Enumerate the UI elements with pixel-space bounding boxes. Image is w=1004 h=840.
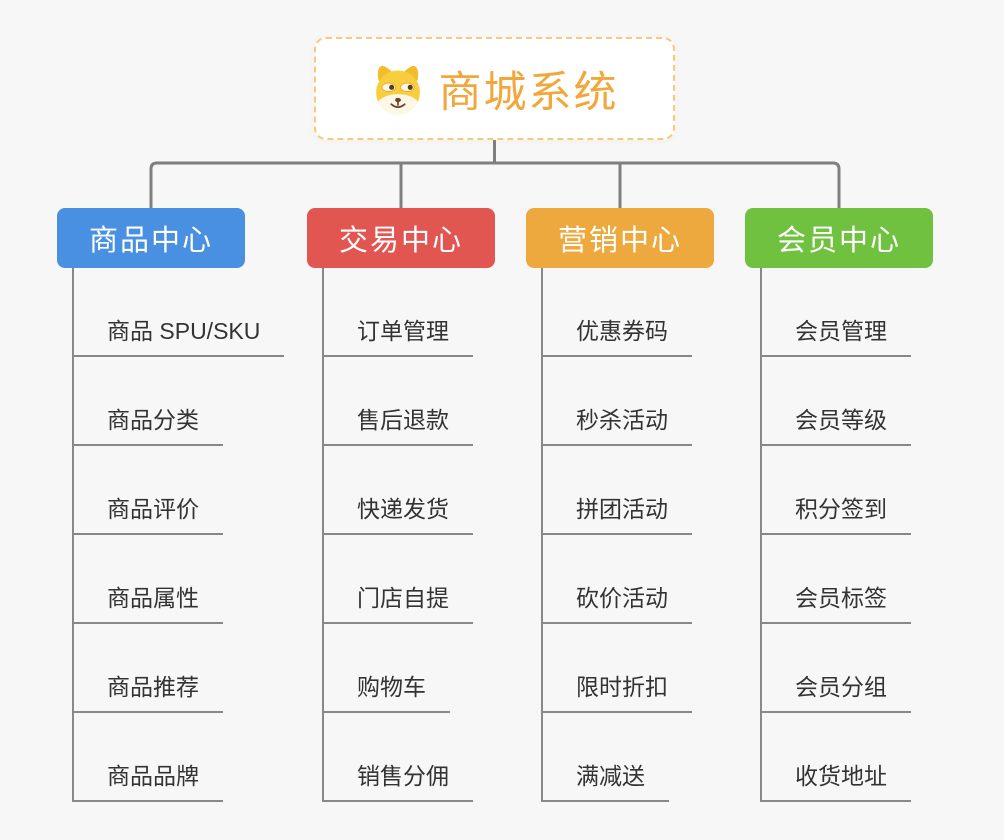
leaf-row: 会员等级 xyxy=(762,357,933,446)
leaf-node[interactable]: 会员标签 xyxy=(762,579,911,624)
leaf-row: 购物车 xyxy=(324,624,495,713)
leaf-row: 积分签到 xyxy=(762,446,933,535)
leaf-row: 商品评价 xyxy=(74,446,245,535)
leaf-node[interactable]: 商品 SPU/SKU xyxy=(74,312,285,357)
leaf-node[interactable]: 购物车 xyxy=(324,668,450,713)
leaf-row: 快递发货 xyxy=(324,446,495,535)
root-node[interactable]: 商城系统 xyxy=(314,37,675,140)
leaf-node[interactable]: 快递发货 xyxy=(324,490,473,535)
leaf-node[interactable]: 秒杀活动 xyxy=(543,401,692,446)
leaf-row: 订单管理 xyxy=(324,268,495,357)
leaf-row: 门店自提 xyxy=(324,535,495,624)
root-title: 商城系统 xyxy=(438,68,619,117)
leaf-row: 商品属性 xyxy=(74,535,245,624)
branch-trade: 交易中心 订单管理 售后退款 快递发货 门店自提 购物车 销售分佣 xyxy=(307,208,495,802)
leaf-node[interactable]: 积分签到 xyxy=(762,490,911,535)
leaf-row: 秒杀活动 xyxy=(543,357,714,446)
branch-marketing: 营销中心 优惠券码 秒杀活动 拼团活动 砍价活动 限时折扣 满减送 xyxy=(526,208,714,802)
leaf-row: 商品推荐 xyxy=(74,624,245,713)
leaf-node[interactable]: 会员等级 xyxy=(762,401,911,446)
leaf-row: 商品品牌 xyxy=(74,713,245,802)
leaf-row: 优惠券码 xyxy=(543,268,714,357)
leaf-row: 拼团活动 xyxy=(543,446,714,535)
leaf-node[interactable]: 商品分类 xyxy=(74,401,223,446)
leaf-row: 限时折扣 xyxy=(543,624,714,713)
branch-node-trade[interactable]: 交易中心 xyxy=(307,208,495,268)
leaf-row: 售后退款 xyxy=(324,357,495,446)
dog-face-icon xyxy=(371,62,425,116)
leaf-node[interactable]: 商品属性 xyxy=(74,579,223,624)
leaf-node[interactable]: 砍价活动 xyxy=(543,579,692,624)
leaf-row: 商品 SPU/SKU xyxy=(74,268,285,357)
leaf-row: 商品分类 xyxy=(74,357,245,446)
leaf-node[interactable]: 订单管理 xyxy=(324,312,473,357)
leaf-node[interactable]: 满减送 xyxy=(543,757,669,802)
branch-children-marketing: 优惠券码 秒杀活动 拼团活动 砍价活动 限时折扣 满减送 xyxy=(541,268,714,802)
leaf-row: 销售分佣 xyxy=(324,713,495,802)
leaf-node[interactable]: 门店自提 xyxy=(324,579,473,624)
branch-node-goods[interactable]: 商品中心 xyxy=(57,208,245,268)
leaf-node[interactable]: 拼团活动 xyxy=(543,490,692,535)
branch-goods: 商品中心 商品 SPU/SKU 商品分类 商品评价 商品属性 商品推荐 商品品牌 xyxy=(57,208,285,802)
branch-node-marketing[interactable]: 营销中心 xyxy=(526,208,714,268)
leaf-node[interactable]: 商品品牌 xyxy=(74,757,223,802)
leaf-node[interactable]: 收货地址 xyxy=(762,757,911,802)
leaf-node[interactable]: 销售分佣 xyxy=(324,757,473,802)
leaf-row: 收货地址 xyxy=(762,713,933,802)
leaf-node[interactable]: 会员分组 xyxy=(762,668,911,713)
leaf-row: 会员管理 xyxy=(762,268,933,357)
branch-node-member[interactable]: 会员中心 xyxy=(745,208,933,268)
leaf-node[interactable]: 优惠券码 xyxy=(543,312,692,357)
branch-children-goods: 商品 SPU/SKU 商品分类 商品评价 商品属性 商品推荐 商品品牌 xyxy=(72,268,285,802)
leaf-row: 会员分组 xyxy=(762,624,933,713)
branch-children-member: 会员管理 会员等级 积分签到 会员标签 会员分组 收货地址 xyxy=(760,268,933,802)
branch-children-trade: 订单管理 售后退款 快递发货 门店自提 购物车 销售分佣 xyxy=(322,268,495,802)
leaf-node[interactable]: 限时折扣 xyxy=(543,668,692,713)
leaf-node[interactable]: 售后退款 xyxy=(324,401,473,446)
branch-member: 会员中心 会员管理 会员等级 积分签到 会员标签 会员分组 收货地址 xyxy=(745,208,933,802)
leaf-row: 会员标签 xyxy=(762,535,933,624)
leaf-node[interactable]: 商品评价 xyxy=(74,490,223,535)
leaf-row: 满减送 xyxy=(543,713,714,802)
leaf-node[interactable]: 商品推荐 xyxy=(74,668,223,713)
leaf-row: 砍价活动 xyxy=(543,535,714,624)
leaf-node[interactable]: 会员管理 xyxy=(762,312,911,357)
